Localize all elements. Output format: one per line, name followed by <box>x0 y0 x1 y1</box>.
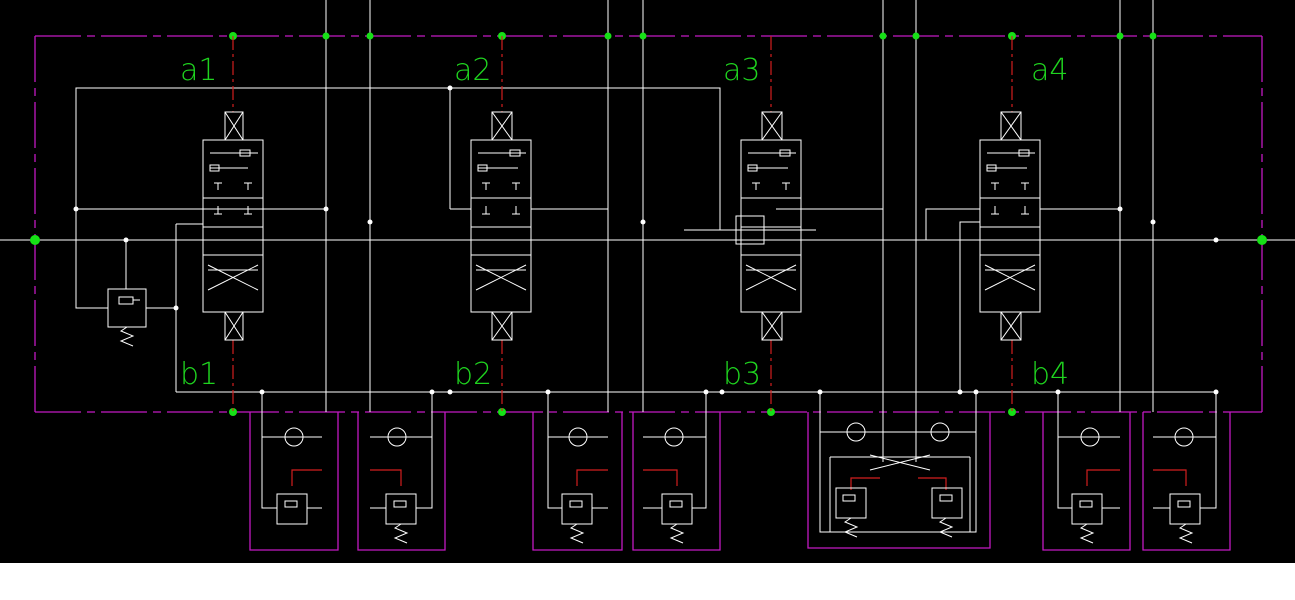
main-pressure-line <box>0 235 1295 245</box>
valve-section-1 <box>202 36 264 412</box>
valve-section-4 <box>925 36 1120 412</box>
port-relief-module-2 <box>357 392 446 551</box>
port-label-a2: a2 <box>454 53 491 88</box>
port-label-b1: b1 <box>180 357 218 392</box>
port-relief-module-8 <box>1142 392 1231 551</box>
hydraulic-schematic: a1 a2 a3 a4 b1 b2 b3 b4 <box>0 0 1295 551</box>
valve-block-boundary <box>34 35 1263 413</box>
valve-section-2 <box>449 36 608 412</box>
port-relief-module-7 <box>1042 392 1131 551</box>
port-label-b4: b4 <box>1031 357 1069 392</box>
port-relief-module-4 <box>632 392 721 551</box>
port-relief-module-3 <box>532 392 623 551</box>
port-relief-module-1 <box>249 392 339 551</box>
vertical-service-lines <box>325 0 1219 412</box>
inlet-relief-valve <box>75 237 179 347</box>
port-label-b3: b3 <box>723 357 761 392</box>
port-label-a3: a3 <box>723 53 760 88</box>
hydraulic-schematic-canvas: a1 a2 a3 a4 b1 b2 b3 b4 <box>0 0 1295 563</box>
return-line-top <box>73 85 721 240</box>
port-label-a1: a1 <box>180 53 217 88</box>
port-relief-module-5-6-combined <box>807 392 991 549</box>
port-label-a4: a4 <box>1031 53 1068 88</box>
port-label-b2: b2 <box>454 357 492 392</box>
port-junction-dots <box>229 32 1157 416</box>
port-labels: a1 a2 a3 a4 b1 b2 b3 b4 <box>180 53 1069 392</box>
valve-section-3 <box>684 36 883 412</box>
page-margin <box>0 563 1295 600</box>
